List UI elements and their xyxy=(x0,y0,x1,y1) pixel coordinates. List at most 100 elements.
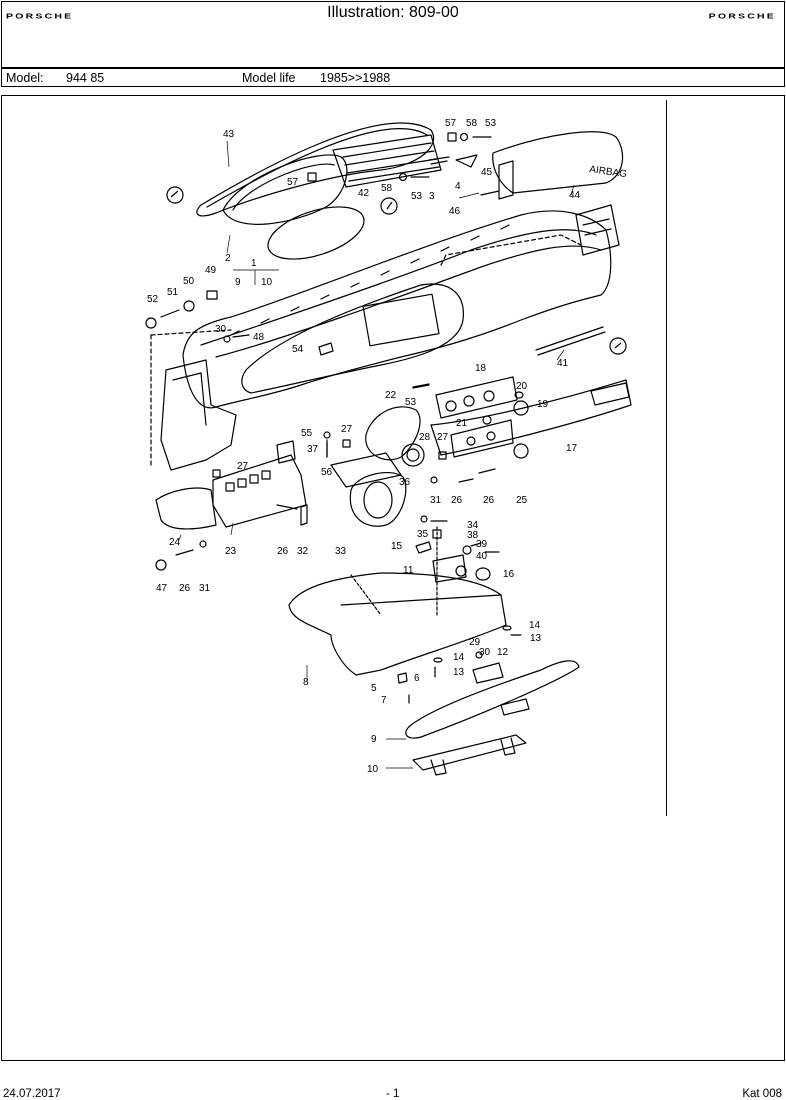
lower-trim-17 xyxy=(430,379,632,456)
arrow-icon-left xyxy=(166,186,184,204)
instrument-opening xyxy=(241,283,464,394)
callout-27: 27 xyxy=(437,432,449,443)
callout-58: 58 xyxy=(381,183,393,194)
lid-trim-9 xyxy=(405,660,580,739)
callout-53: 53 xyxy=(405,397,417,408)
callout-19: 19 xyxy=(537,399,549,410)
callout-26: 26 xyxy=(277,546,289,557)
callout-48: 48 xyxy=(253,332,265,343)
callout-12: 12 xyxy=(497,647,509,658)
trim-strip-41 xyxy=(535,326,606,356)
callout-3: 3 xyxy=(429,191,435,202)
vent-housing-36 xyxy=(330,452,402,488)
callout-17: 17 xyxy=(566,443,578,454)
round-vent-28 xyxy=(401,443,425,467)
porsche-logo-right: PORSCHE xyxy=(708,12,776,21)
callout-55: 55 xyxy=(301,428,313,439)
callout-8: 8 xyxy=(303,677,309,688)
callout-31: 31 xyxy=(430,495,442,506)
callout-37: 37 xyxy=(307,444,319,455)
callout-13: 13 xyxy=(530,633,542,644)
model-value: 944 85 xyxy=(66,71,105,85)
model-label: Model: xyxy=(6,71,44,85)
callout-46: 46 xyxy=(449,206,461,217)
callout-49: 49 xyxy=(205,265,217,276)
callout-57: 57 xyxy=(287,177,299,188)
seal-43 xyxy=(196,122,435,217)
callout-51: 51 xyxy=(167,287,179,298)
footer-catalog-code: Kat 008 xyxy=(742,1088,782,1100)
callout-25: 25 xyxy=(516,495,528,506)
callout-58: 58 xyxy=(466,118,478,129)
callout-39: 39 xyxy=(476,539,488,550)
callout-9: 9 xyxy=(371,734,377,745)
callout-18: 18 xyxy=(475,363,487,374)
callout-15: 15 xyxy=(391,541,403,552)
callout-24: 24 xyxy=(169,537,181,548)
callout-7: 7 xyxy=(381,695,387,706)
callout-42: 42 xyxy=(358,188,370,199)
hinge-bracket-10 xyxy=(412,734,527,771)
illustration-frame xyxy=(1,95,785,1061)
footer-date: 24.07.2017 xyxy=(3,1088,61,1100)
callout-44: 44 xyxy=(569,190,581,201)
model-life-label: Model life xyxy=(242,71,296,85)
callout-10: 10 xyxy=(261,277,273,288)
callout-36: 36 xyxy=(399,477,411,488)
callout-11: 11 xyxy=(403,565,414,576)
airbag-label: AIRBAG xyxy=(589,164,628,180)
callout-26: 26 xyxy=(483,495,495,506)
callout-52: 52 xyxy=(147,294,159,305)
callout-40: 40 xyxy=(476,551,488,562)
callout-4: 4 xyxy=(455,181,461,192)
callout-29: 29 xyxy=(469,637,481,648)
exploded-parts-diagram: AIRBAG 435758535758533445464442219104950… xyxy=(145,118,632,776)
header-box: PORSCHE Illustration: 809-00 PORSCHE xyxy=(1,1,785,68)
callout-50: 50 xyxy=(183,276,195,287)
callout-27: 27 xyxy=(341,424,353,435)
callout-30: 30 xyxy=(215,324,227,335)
callout-9: 9 xyxy=(235,277,241,288)
callout-21: 21 xyxy=(456,418,468,429)
callout-53: 53 xyxy=(485,118,497,129)
callout-27: 27 xyxy=(237,461,249,472)
callout-57: 57 xyxy=(445,118,457,129)
speaker-cover-33 xyxy=(349,471,407,527)
callout-38: 38 xyxy=(467,530,479,541)
vent-bezel-22 xyxy=(365,406,421,461)
callout-14: 14 xyxy=(453,652,465,663)
callout-32: 32 xyxy=(297,546,309,557)
callout-47: 47 xyxy=(156,583,168,594)
callout-35: 35 xyxy=(417,529,429,540)
vent-cluster xyxy=(332,134,442,188)
footer-page-number: - 1 xyxy=(386,1088,400,1100)
callout-13: 13 xyxy=(453,667,465,678)
callout-31: 31 xyxy=(199,583,211,594)
gauge-bezel-2 xyxy=(222,154,348,225)
leader-lines xyxy=(178,140,575,769)
model-life-value: 1985>>1988 xyxy=(320,71,391,85)
reference-arrow-icons xyxy=(166,186,627,355)
callout-54: 54 xyxy=(292,344,304,355)
callout-23: 23 xyxy=(225,546,237,557)
callout-20: 20 xyxy=(516,381,528,392)
diagram-drawing xyxy=(145,122,632,776)
callout-45: 45 xyxy=(481,167,493,178)
callout-53: 53 xyxy=(411,191,423,202)
side-trim-24 xyxy=(155,487,217,530)
arrow-icon-41 xyxy=(609,337,627,355)
porsche-logo-left: PORSCHE xyxy=(6,12,74,21)
model-bar: Model: 944 85 Model life 1985>>1988 xyxy=(1,68,785,87)
callout-1: 1 xyxy=(251,258,257,269)
callout-10: 10 xyxy=(367,764,379,775)
dashboard-main xyxy=(182,210,612,409)
callout-30: 30 xyxy=(479,647,491,658)
callout-41: 41 xyxy=(557,358,569,369)
arrow-icon-42 xyxy=(380,197,398,215)
callout-22: 22 xyxy=(385,390,397,401)
callout-14: 14 xyxy=(529,620,541,631)
callout-28: 28 xyxy=(419,432,431,443)
glove-box-8 xyxy=(288,572,507,676)
callout-33: 33 xyxy=(335,546,347,557)
